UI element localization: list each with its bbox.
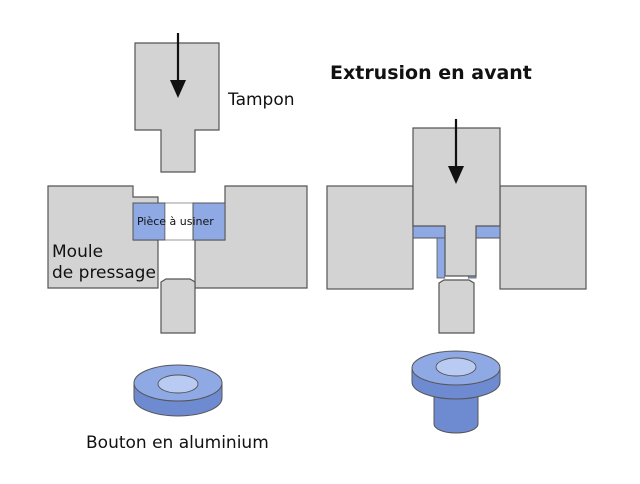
label-die-line2: de pressage [52,263,156,283]
product-flat-button [133,364,223,417]
label-punch: Tampon [228,90,295,110]
label-die-line1: Moule [52,242,104,262]
die-left-half [47,185,159,289]
right-assembly [326,119,587,334]
product-extruded-button [411,350,501,434]
die-right-left-block [326,185,414,290]
ejector-pin-left [160,278,196,334]
left-assembly [47,33,308,334]
label-product: Bouton en aluminium [86,433,269,453]
workpiece-core [164,202,194,241]
workpiece-right-ring [192,202,226,241]
punch-right [412,127,501,277]
ejector-pin-right [438,279,475,334]
arrow-down-icon [448,166,464,184]
diagram-title: Extrusion en avant [330,62,532,84]
die-right-right-block [499,185,587,290]
label-workpiece: Pièce à usiner [137,215,214,228]
extruded-stem-left [436,237,446,279]
arrow-down-icon [170,80,186,98]
punch-left [134,42,220,173]
